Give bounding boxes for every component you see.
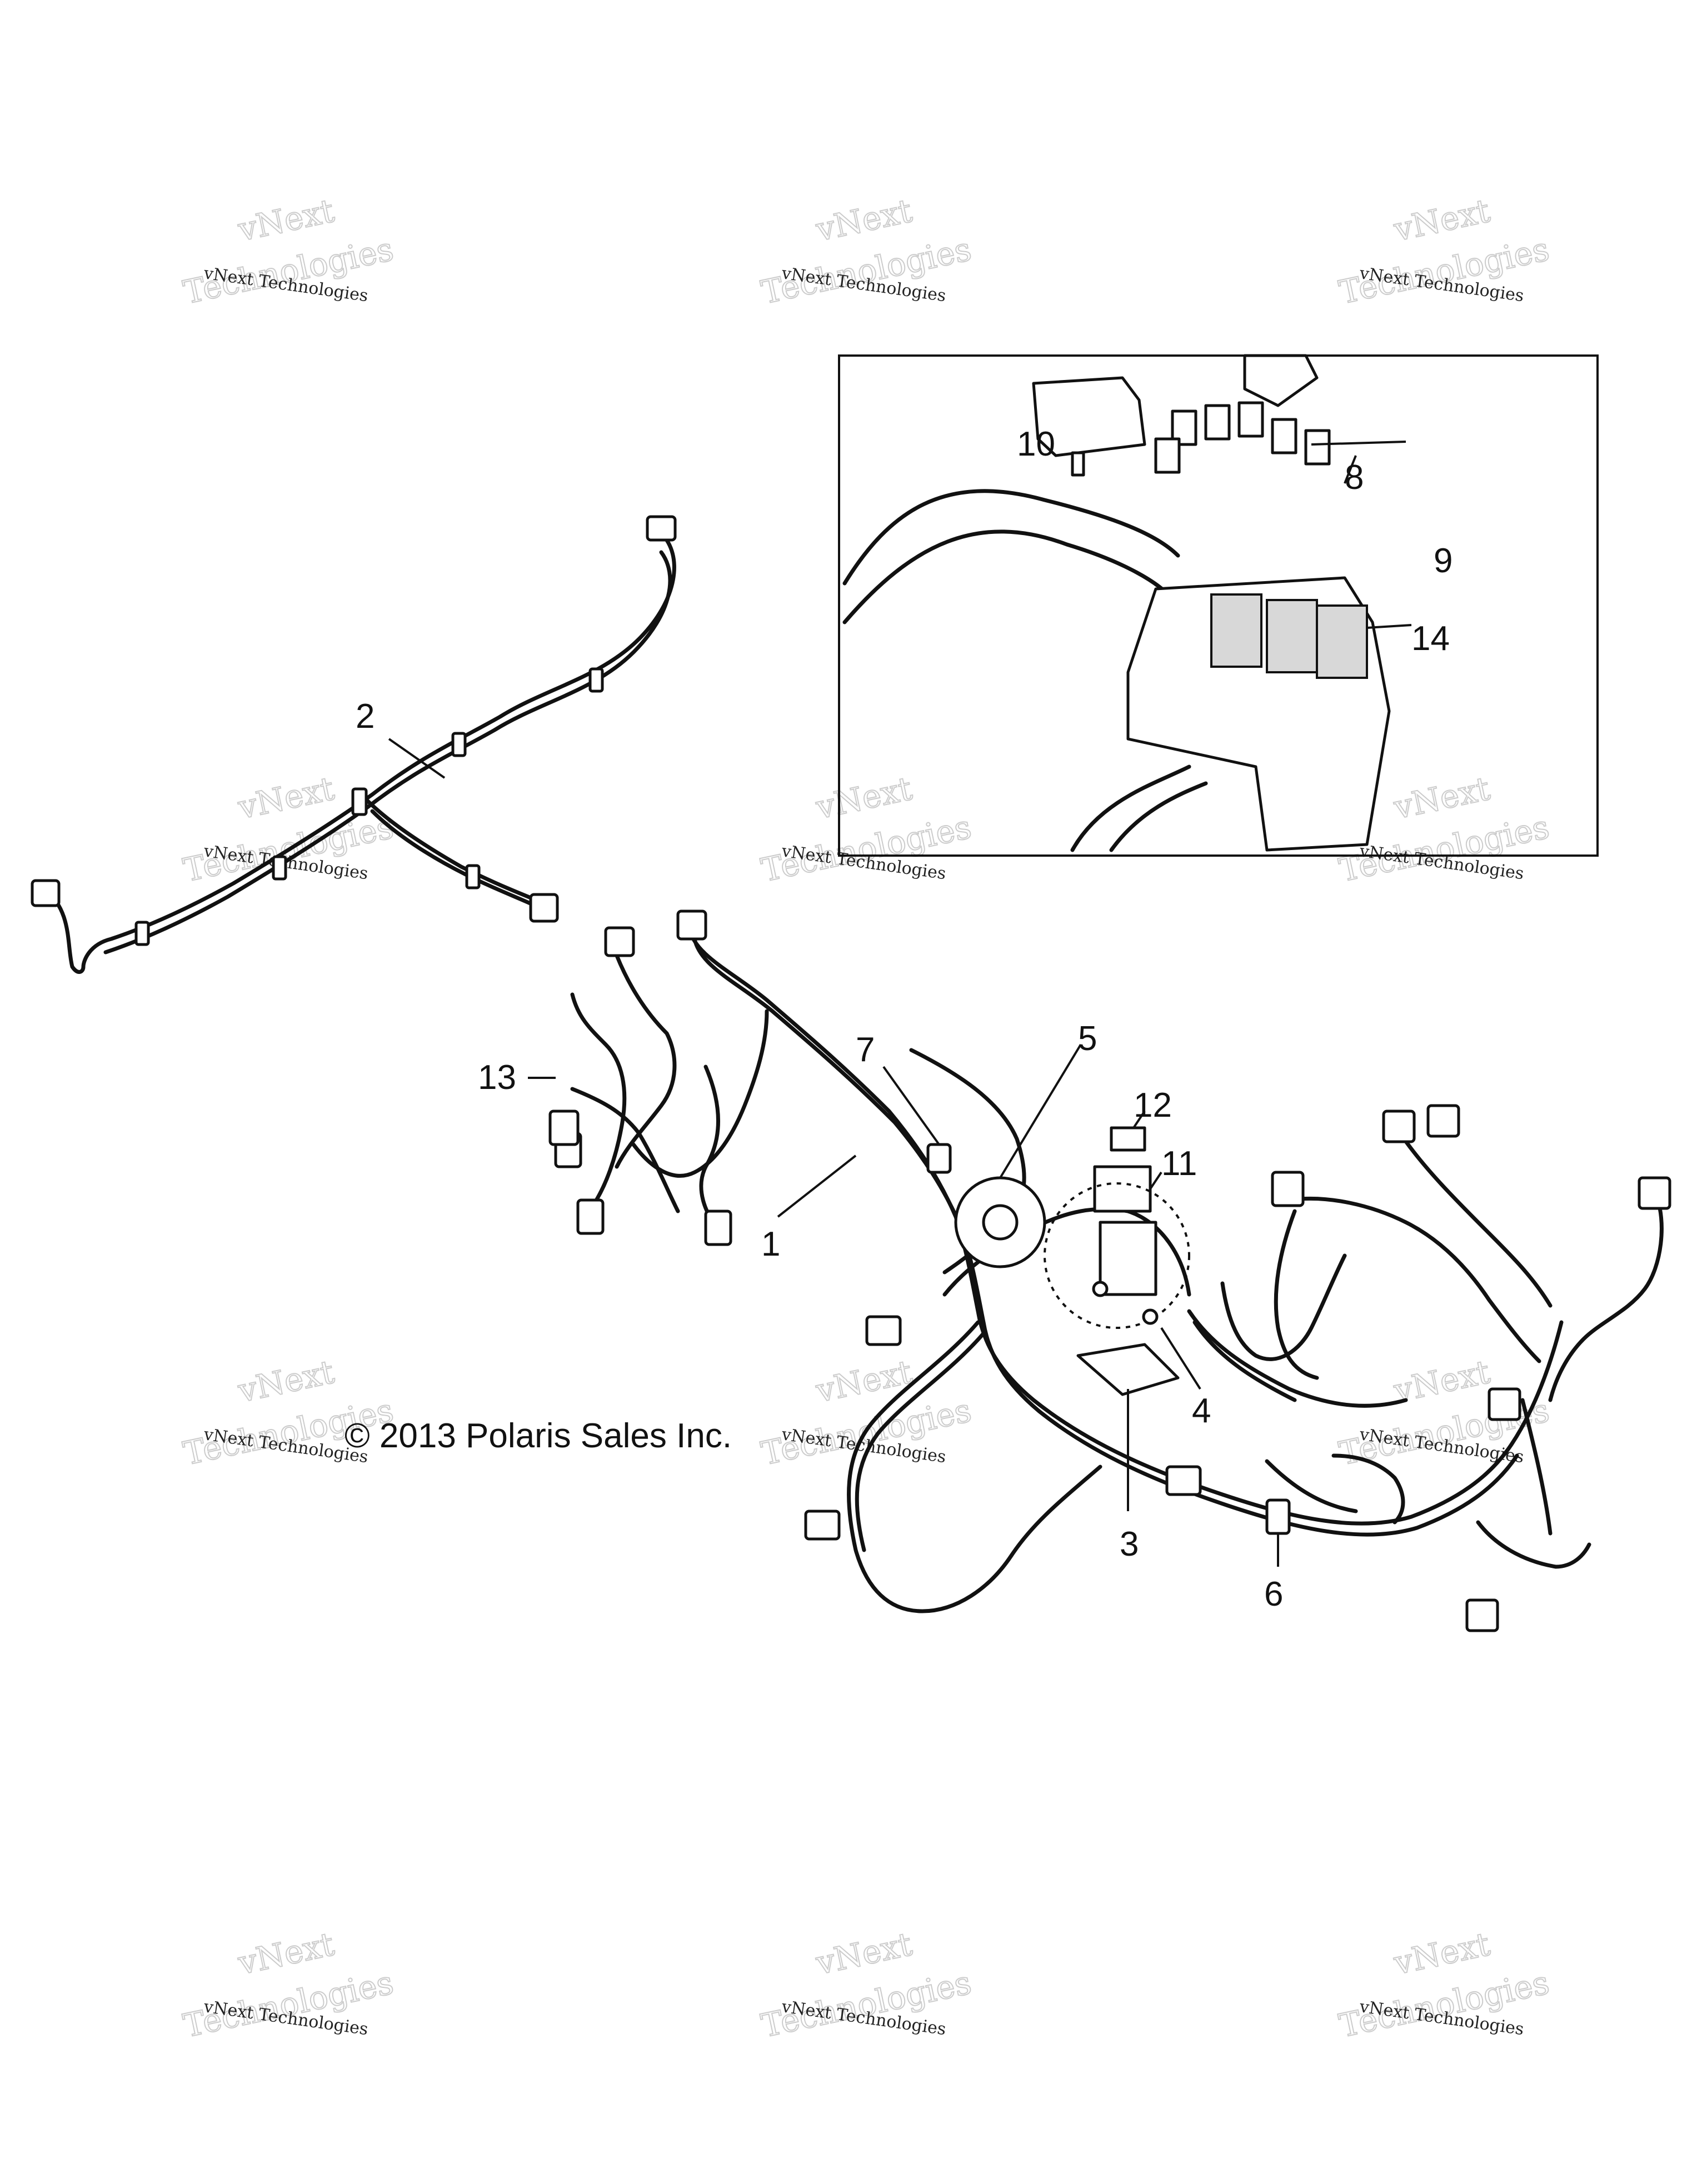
clip <box>351 787 368 816</box>
mini-fuse-9 <box>1204 404 1231 441</box>
watermark: vNext Technologies vNext Technologies <box>179 769 397 890</box>
bracket-3 <box>1076 1343 1180 1396</box>
connector <box>704 1210 732 1246</box>
relay-14 <box>1266 599 1318 673</box>
connector <box>865 1315 902 1346</box>
watermark: vNext Technologies vNext Technologies <box>1335 1925 1553 2046</box>
screw-4 <box>1142 1308 1159 1325</box>
callout-5: 5 <box>1078 1019 1097 1058</box>
watermark-big-1: vNext <box>812 1925 915 1982</box>
fuse-holder <box>1099 1221 1157 1296</box>
connector <box>1382 1110 1416 1143</box>
fuse-holder-detail <box>1044 1182 1190 1329</box>
clip <box>134 921 150 946</box>
watermark-big-1: vNext <box>234 1925 337 1982</box>
callout-7: 7 <box>856 1031 875 1069</box>
callout-14: 14 <box>1411 619 1450 658</box>
clamp-6 <box>1265 1498 1291 1535</box>
watermark-big-1: vNext <box>1390 192 1493 249</box>
callout-11: 11 <box>1161 1145 1197 1183</box>
watermark: vNext Technologies vNext Technologies <box>1335 191 1553 312</box>
callout-6: 6 <box>1264 1575 1283 1613</box>
connector <box>604 926 635 957</box>
inset-frame <box>838 354 1599 857</box>
leader-11 <box>1149 1171 1162 1190</box>
leader-12 <box>1132 1110 1146 1129</box>
relay-14 <box>1210 593 1262 668</box>
callout-8: 8 <box>1345 458 1364 497</box>
callout-10: 10 <box>1017 425 1055 463</box>
watermark: vNext Technologies vNext Technologies <box>179 1925 397 2046</box>
connector <box>1465 1598 1499 1632</box>
relay-10 <box>1032 376 1146 457</box>
leader-8 <box>1344 455 1357 484</box>
rear-harness-2 <box>31 515 677 974</box>
screw-4 <box>1092 1281 1109 1297</box>
leader-7 <box>882 1066 940 1146</box>
callout-1: 1 <box>761 1225 780 1263</box>
connector <box>646 515 677 542</box>
leader-1 <box>777 1155 857 1218</box>
relay-14 <box>1316 604 1368 679</box>
leader-5 <box>999 1043 1082 1179</box>
connector <box>1488 1387 1521 1421</box>
watermark: vNext Technologies vNext Technologies <box>757 769 975 890</box>
watermark: vNext Technologies vNext Technologies <box>757 1925 975 2046</box>
fuse-block-inset: 10 8 9 14 <box>838 354 1599 857</box>
connector <box>1426 1104 1460 1138</box>
watermark-big-1: vNext <box>234 769 337 827</box>
relay-11 <box>1093 1165 1152 1213</box>
watermark: vNext Technologies vNext Technologies <box>179 191 397 312</box>
clip <box>272 855 287 881</box>
watermark-big-1: vNext <box>812 1353 915 1410</box>
watermark-big-1: vNext <box>234 192 337 249</box>
connector <box>576 1198 605 1235</box>
watermark-big-1: vNext <box>812 769 915 827</box>
leader-4 <box>1160 1327 1201 1390</box>
fuse-12 <box>1110 1126 1146 1152</box>
mini-fuse-9 <box>1304 429 1331 466</box>
connector <box>676 909 707 941</box>
callout-2: 2 <box>356 697 375 736</box>
clip <box>588 667 604 693</box>
callout-4: 4 <box>1192 1392 1211 1430</box>
watermark: vNext Technologies vNext Technologies <box>757 191 975 312</box>
horn-5-center <box>982 1204 1019 1241</box>
callout-3: 3 <box>1120 1525 1139 1563</box>
leader-14 <box>1366 624 1412 629</box>
callout-13: 13 <box>478 1058 516 1097</box>
watermark-big-1: vNext <box>1390 1925 1493 1982</box>
watermark-big-1: vNext <box>812 192 915 249</box>
connector <box>804 1510 841 1541</box>
connector <box>1638 1176 1671 1210</box>
clip-7 <box>926 1143 952 1174</box>
clip <box>451 732 467 757</box>
mini-fuse-9 <box>1237 401 1264 438</box>
connector <box>1165 1465 1202 1496</box>
connector <box>529 893 559 923</box>
watermark-big-1: vNext <box>1390 769 1493 827</box>
leader-2 <box>388 738 446 779</box>
mini-fuse-9 <box>1271 418 1297 454</box>
relay-10-pin <box>1071 451 1085 477</box>
connector-13 <box>548 1110 580 1146</box>
main-harness-1: 1 2 3 4 5 6 7 11 12 13 <box>356 697 1671 1632</box>
mini-fuse-8 <box>1154 437 1181 474</box>
connector <box>31 879 61 907</box>
connector <box>1271 1171 1305 1207</box>
callout-9: 9 <box>1434 542 1453 580</box>
clip <box>465 864 481 889</box>
callout-12: 12 <box>1134 1086 1172 1125</box>
leader-9 <box>1311 441 1406 446</box>
watermark-big-1: vNext <box>234 1353 337 1410</box>
copyright-notice: © 2013 Polaris Sales Inc. <box>345 1417 732 1455</box>
fuse-block-cover <box>1243 354 1319 407</box>
